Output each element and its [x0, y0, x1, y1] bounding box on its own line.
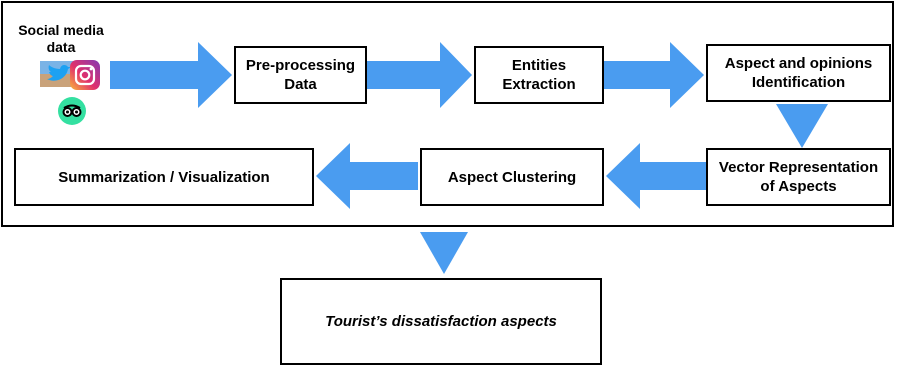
step-aspect-opinion-label: Aspect and opinions Identification: [724, 55, 873, 91]
step-summarization-visualization: Summarization / Visualization: [14, 148, 314, 206]
outcome-label: Tourist’s dissatisfaction aspects: [325, 313, 557, 330]
arrow-source-to-preprocessing: [110, 42, 232, 108]
step-vector-representation: Vector Representation of Aspects: [706, 148, 891, 206]
arrow-entities-to-aspect: [604, 42, 704, 108]
step-summarization-label: Summarization / Visualization: [58, 168, 270, 186]
arrow-clustering-to-summarization: [316, 143, 418, 209]
arrow-aspect-to-vector: [776, 104, 828, 148]
step-aspect-opinion-identification: Aspect and opinions Identification: [706, 44, 891, 102]
tripadvisor-icon: [58, 97, 86, 125]
instagram-icon: [70, 60, 100, 90]
step-aspect-clustering-label: Aspect Clustering: [447, 168, 577, 186]
outcome-box: Tourist’s dissatisfaction aspects: [280, 278, 602, 365]
arrow-vector-to-clustering: [606, 143, 706, 209]
source-label: Social media data: [18, 22, 104, 55]
arrow-frame-to-outcome: [420, 232, 468, 274]
arrow-preprocessing-to-entities: [367, 42, 472, 108]
step-entities-extraction: Entities Extraction: [474, 46, 604, 104]
step-preprocessing: Pre-processing Data: [234, 46, 367, 104]
step-entities-extraction-label: Entities Extraction: [502, 57, 576, 93]
step-preprocessing-label: Pre-processing Data: [245, 57, 356, 93]
step-vector-representation-label: Vector Representation of Aspects: [718, 159, 879, 195]
step-aspect-clustering: Aspect Clustering: [420, 148, 604, 206]
